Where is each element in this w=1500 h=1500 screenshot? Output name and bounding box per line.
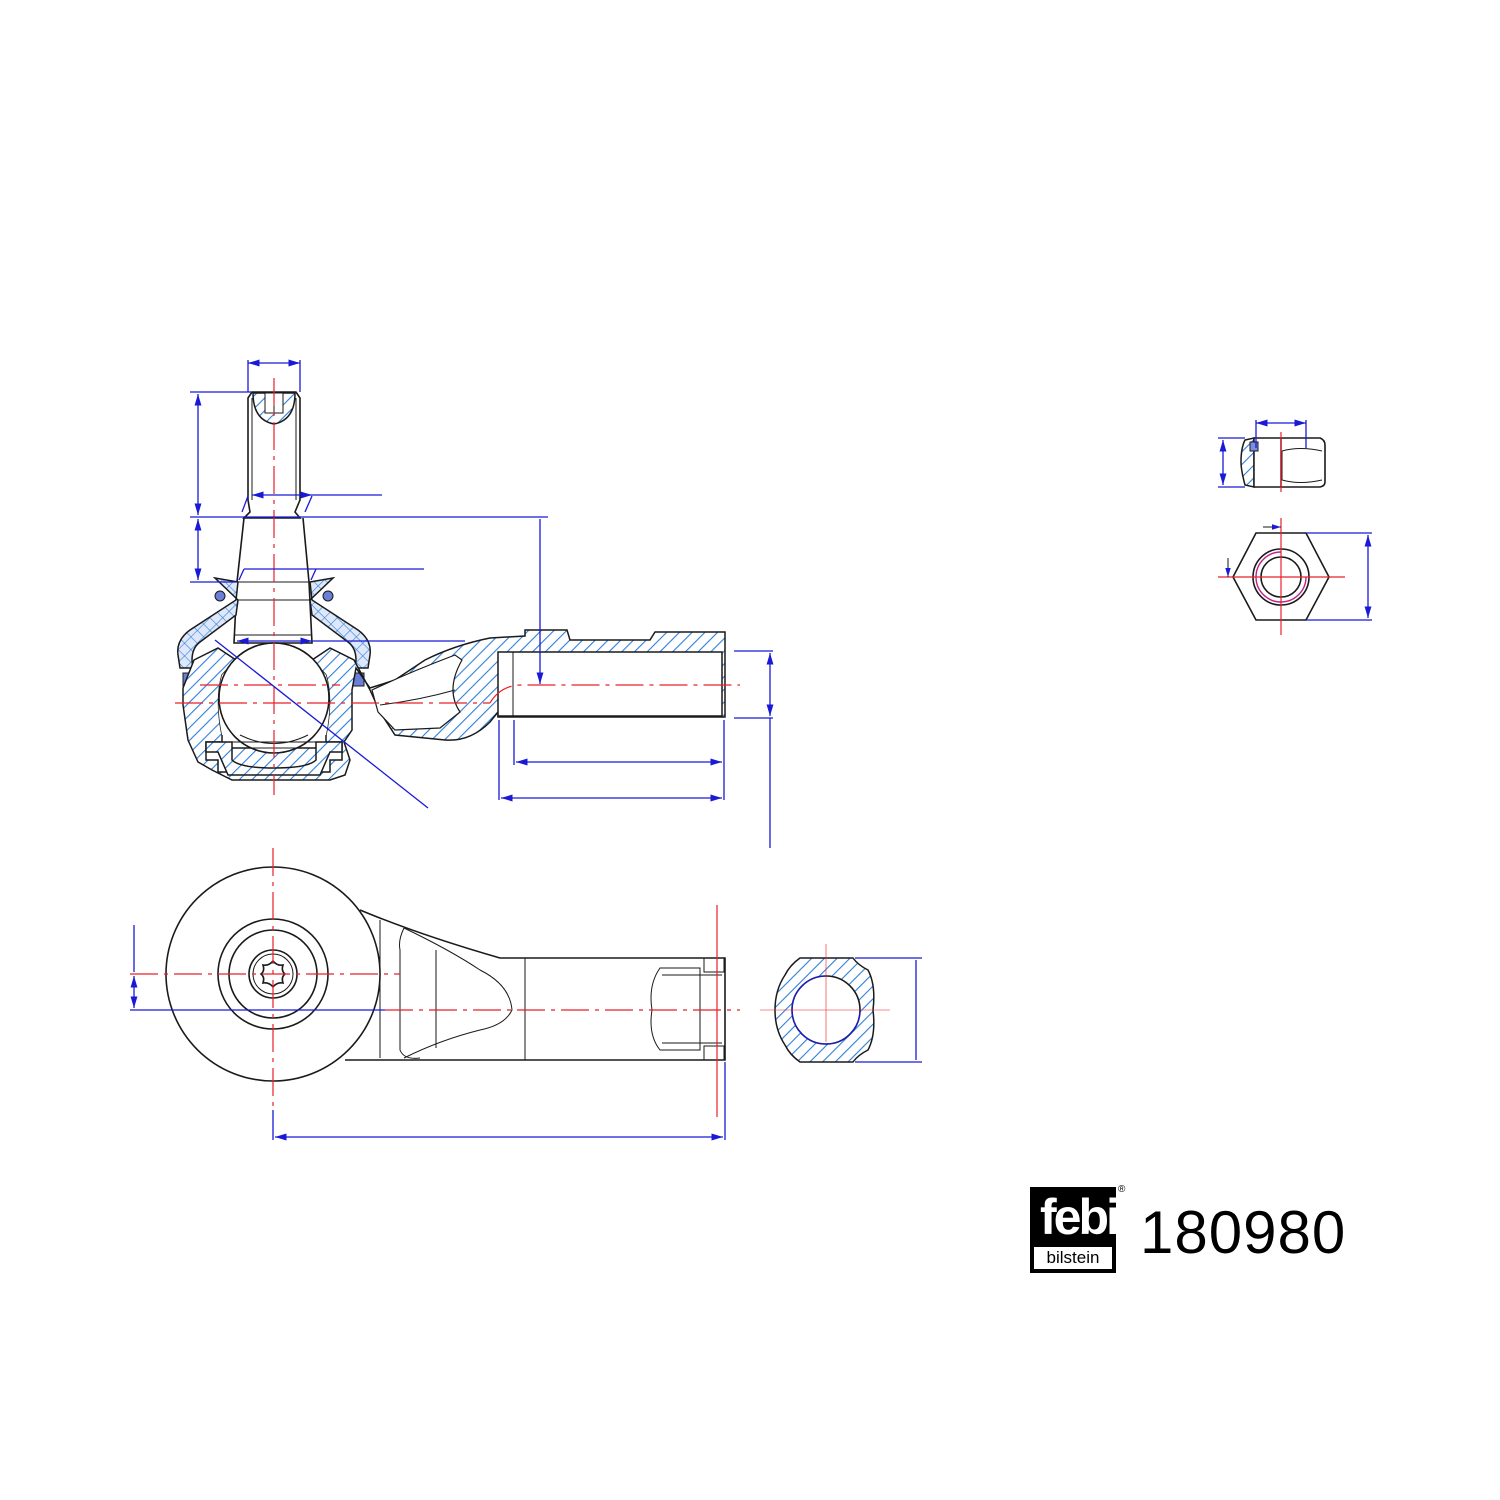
dust-boot-right (309, 576, 371, 669)
logo-febi-text: febi (1040, 1189, 1120, 1245)
side-view-dimensions (190, 359, 774, 848)
lock-nut-front-view (1218, 518, 1372, 635)
part-number: 180980 (1140, 1199, 1347, 1266)
lock-nut-side-view (1218, 419, 1326, 492)
boot-ring-left (214, 590, 226, 602)
registered-mark: ® (1118, 1184, 1126, 1195)
febi-bilstein-logo: febi bilstein (1030, 1187, 1120, 1273)
logo-bottom-band: bilstein (1034, 1247, 1112, 1269)
top-view-centerlines (130, 848, 740, 1117)
top-view-dimensions (130, 925, 726, 1141)
top-view (165, 866, 726, 1082)
thread-end-section (760, 944, 922, 1063)
side-view-centerlines (175, 378, 740, 795)
logo-bilstein-text: bilstein (1046, 1248, 1100, 1267)
side-section-view (177, 391, 726, 781)
dust-boot-left (177, 576, 239, 669)
boot-ring-right (322, 590, 334, 602)
